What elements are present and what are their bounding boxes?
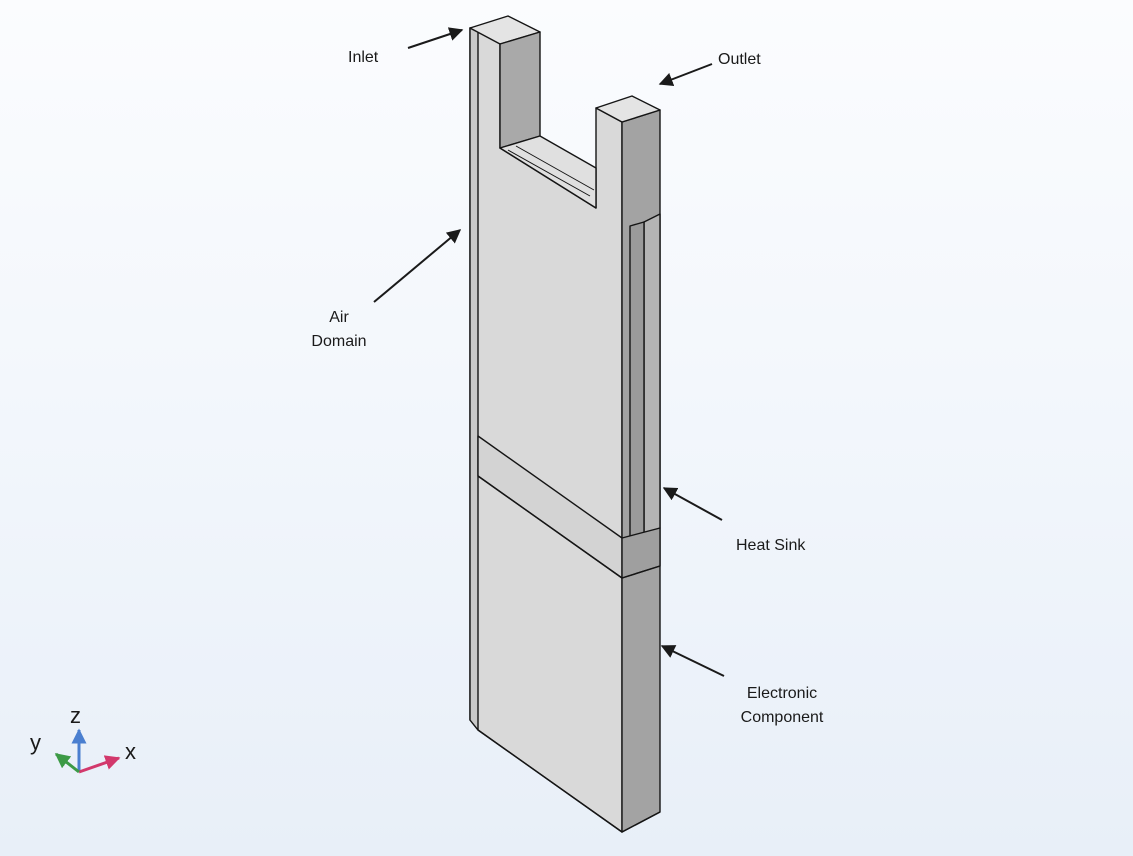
outlet-arrow [658, 63, 713, 87]
left-edge-face [469, 27, 479, 731]
air-domain-label-line1: Air [329, 309, 349, 326]
y-axis-label: y [30, 730, 41, 755]
x-axis-label: x [125, 739, 136, 764]
x-axis-arrow [78, 755, 121, 774]
air-domain-label-line2: Domain [311, 333, 366, 350]
axis-triad[interactable]: z x y [30, 703, 136, 774]
electronic-component-label-line1: Electronic [747, 685, 817, 702]
z-axis-label: z [70, 703, 81, 728]
channel-ledge [507, 145, 595, 197]
inlet-label: Inlet [348, 49, 379, 66]
heat-sink-arrow [662, 487, 723, 521]
inlet-arrow [407, 27, 464, 49]
component-interface [477, 475, 661, 579]
heat-sink-fin [643, 213, 661, 537]
bottom-edge [477, 729, 661, 833]
y-axis-arrow [54, 752, 80, 774]
electronic-component-arrow [660, 645, 725, 677]
electronic-component-label-line2: Component [741, 709, 824, 726]
annotations: Inlet Outlet Air Domain Heat Sink Electr… [311, 27, 824, 726]
heat-sink-fin-edge [629, 221, 645, 541]
model-geometry[interactable] [469, 15, 661, 833]
outlet-top-face [595, 95, 661, 123]
heat-sink-label: Heat Sink [736, 537, 806, 554]
inlet-inner-face [499, 31, 541, 149]
outlet-label: Outlet [718, 51, 761, 68]
air-domain-arrow [373, 229, 462, 303]
